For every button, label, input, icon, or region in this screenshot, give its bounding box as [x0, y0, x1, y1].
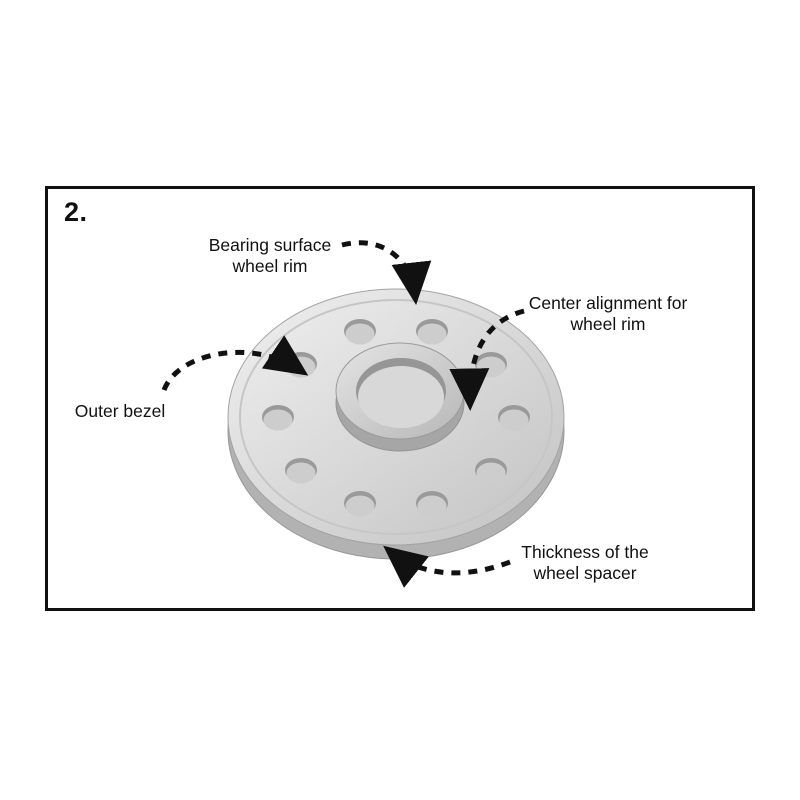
outer-bezel-label: Outer bezel	[75, 401, 165, 421]
center-alignment-arrow	[449, 308, 525, 411]
callout-arrows	[161, 240, 525, 588]
callout-labels: Bearing surface wheel rim Center alignme…	[75, 235, 688, 583]
center-bore-floor	[358, 366, 444, 428]
bolt-hole	[285, 458, 317, 484]
center-alignment-label-line2: wheel rim	[570, 314, 646, 334]
wheel-spacer	[227, 288, 565, 560]
bolt-hole	[475, 458, 507, 484]
bearing-surface-arrow	[341, 240, 432, 305]
center-alignment-label-line1: Center alignment for	[529, 293, 688, 313]
wheel-spacer-diagram-svg: Bearing surface wheel rim Center alignme…	[75, 235, 688, 588]
bolt-hole	[498, 405, 530, 431]
bolt-hole	[416, 491, 448, 517]
bearing-surface-label-line1: Bearing surface	[209, 235, 332, 255]
bolt-hole	[416, 319, 448, 345]
thickness-label-line2: wheel spacer	[532, 563, 636, 583]
step-number: 2.	[64, 197, 88, 227]
bearing-surface-label-line2: wheel rim	[232, 256, 308, 276]
thickness-label-line1: Thickness of the	[521, 542, 648, 562]
bolt-holes	[262, 319, 530, 517]
bolt-hole	[344, 491, 376, 517]
bolt-hole	[344, 319, 376, 345]
center-alignment-ring	[335, 342, 465, 452]
diagram-panel: 2.	[45, 186, 755, 611]
bolt-hole	[262, 405, 294, 431]
outer-bezel-arrow	[161, 335, 309, 392]
